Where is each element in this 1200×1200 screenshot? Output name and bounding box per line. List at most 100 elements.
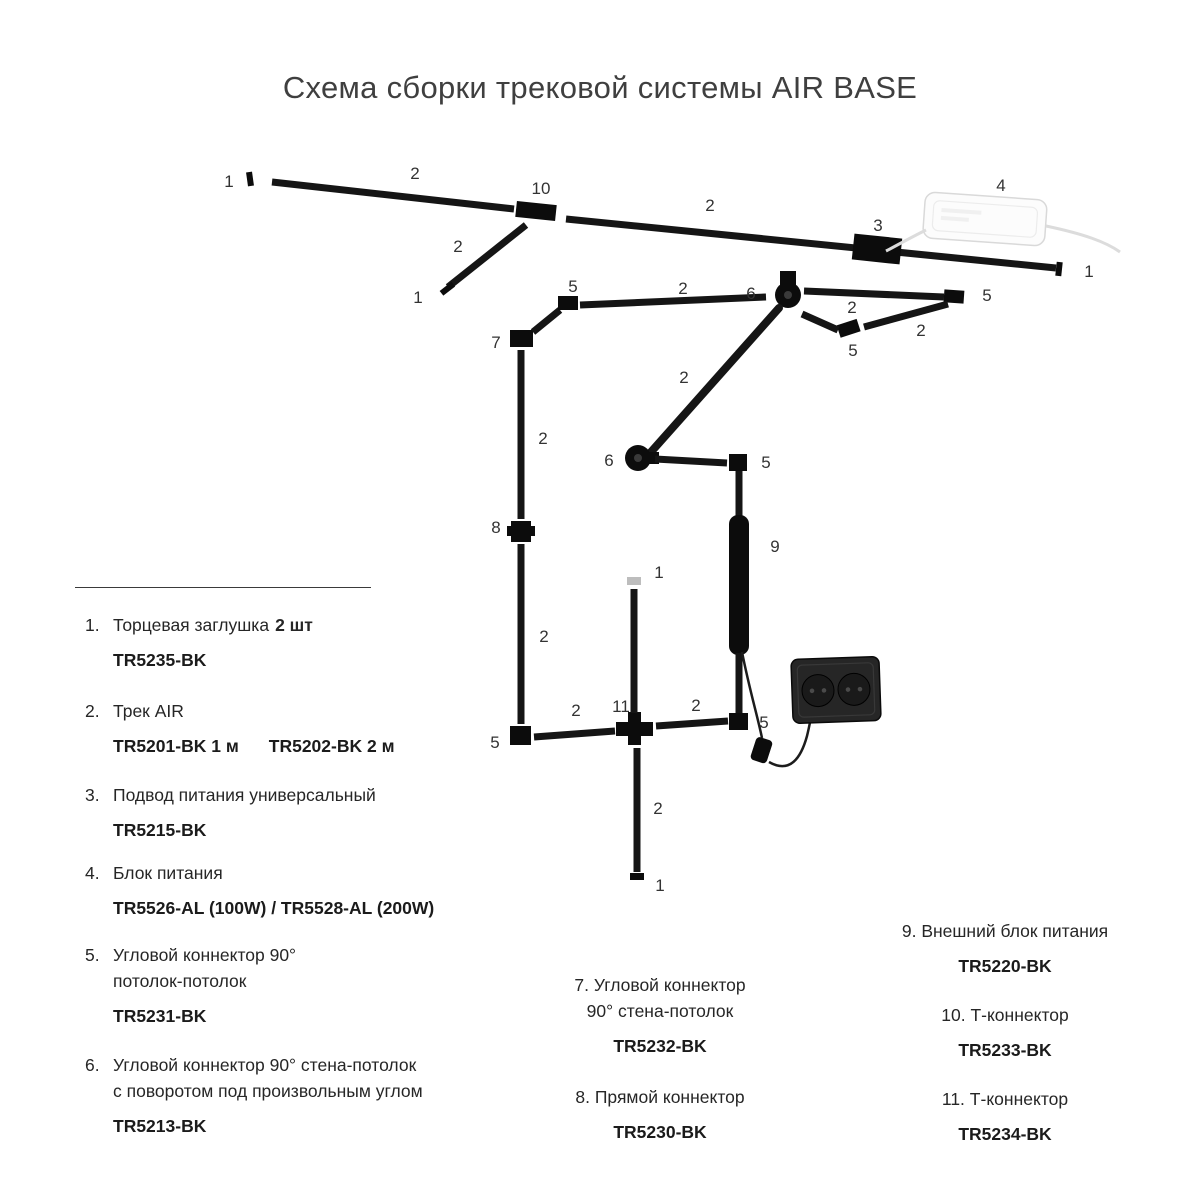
power-supply-box [922,191,1048,247]
legend-item-10: 10. Т-коннектор TR5233-BK [855,1002,1155,1061]
legend-item-7: 7. Угловой коннектор 90° стена-потолок T… [510,972,810,1057]
end-cap [246,171,254,187]
track-segment [271,178,515,213]
callout-number: 6 [746,284,755,303]
legend-number: 4. [85,863,100,883]
legend-number: 8. [575,1087,590,1107]
end-cap [1055,261,1063,277]
t-connector-11 [616,712,653,745]
track-segment [655,717,729,730]
legend-code: TR5526-AL (100W) / TR5528-AL (200W) [113,898,435,918]
legend-number: 9. [901,921,917,941]
callout-number: 5 [982,286,991,305]
legend-label: Внешний блок питания [921,921,1109,941]
callout-number: 2 [653,799,662,818]
corner-connector-5 [510,726,531,745]
legend-divider [75,587,371,588]
end-cap [627,577,641,585]
track-segment [654,455,728,467]
callout-number: 9 [770,537,779,556]
legend-item-4: 4. Блок питания TR5526-AL (100W) / TR552… [85,860,515,919]
end-cap [439,281,456,296]
legend-code: TR5231-BK [113,1006,207,1026]
legend-item-3: 3. Подвод питания универсальный TR5215-B… [85,782,515,841]
callout-number: 3 [873,216,882,235]
callout-number: 2 [847,298,856,317]
callout-number: 5 [568,277,577,296]
page-title: Схема сборки трековой системы AIR BASE [282,70,918,105]
callout-number: 1 [655,876,664,895]
track-segment [800,310,840,334]
callout-number: 2 [538,429,547,448]
legend-item-11: 11. Т-коннектор TR5234-BK [855,1086,1155,1145]
legend-code: TR5235-BK [113,650,207,670]
callout-number: 5 [759,713,768,732]
callout-number: 5 [490,733,499,752]
t-connector-10 [515,200,557,222]
legend-label: потолок-потолок [113,971,247,991]
legend-label: Торцевая заглушка [113,615,270,635]
callout-number: 2 [539,627,548,646]
corner-connector-5 [836,318,861,338]
legend-code: TR5230-BK [613,1122,707,1142]
power-cord [1045,224,1121,254]
callout-number: 2 [410,164,419,183]
track-segment [579,293,767,309]
corner-connector-7 [510,330,533,347]
callout-number: 11 [612,697,630,716]
legend-item-6: 6. Угловой коннектор 90° стена-потолок с… [85,1052,515,1137]
corner-connector-5 [943,289,965,304]
corner-connector-5 [729,454,747,471]
legend-code: TR5233-BK [958,1040,1052,1060]
legend-label: Угловой коннектор 90° стена-потолок [113,1055,417,1075]
callout-number: 4 [996,176,1005,195]
callout-number: 2 [679,368,688,387]
track-segment [565,215,1057,272]
legend-number: 6. [85,1055,100,1075]
legend-code: TR5213-BK [113,1116,207,1136]
legend-label: с поворотом под произвольным углом [113,1081,423,1101]
legend-code: TR5201-BK 1 м [113,736,239,756]
legend-code: TR5220-BK [958,956,1052,976]
legend-code: TR5202-BK 2 м [268,736,395,756]
wall-socket [790,655,882,724]
legend-number: 1. [85,615,100,635]
legend-label: Блок питания [113,863,223,883]
corner-connector-5 [729,713,748,730]
callout-number: 2 [571,701,580,720]
wall-arm-track [647,304,783,456]
callout-number: 7 [491,333,500,352]
legend-item-2: 2. Трек AIR TR5201-BK 1 м TR5202-BK 2 м [85,698,515,757]
track-segment [445,222,529,290]
legend-number: 2. [85,701,100,721]
callout-number: 6 [604,451,613,470]
track-segment [530,307,563,335]
callout-number: 2 [705,196,714,215]
legend-label: Т-коннектор [969,1089,1069,1109]
external-psu-9 [729,515,749,655]
legend-label: 90° стена-потолок [586,1001,734,1021]
legend-item-5: 5. Угловой коннектор 90° потолок-потолок… [85,942,515,1027]
end-cap [630,873,644,880]
psu-cord [740,651,764,739]
callout-number: 5 [848,341,857,360]
swivel-connector-6 [775,271,801,308]
legend-item-8: 8. Прямой коннектор TR5230-BK [510,1084,810,1143]
power-cord [885,228,927,253]
callout-number: 8 [491,518,500,537]
inline-switch [750,737,773,764]
callout-number: 2 [691,696,700,715]
legend-number: 11. [941,1089,965,1109]
legend-label-qty: 2 шт [275,615,313,635]
legend-code: TR5232-BK [613,1036,707,1056]
callout-number: 10 [532,179,551,198]
legend-number: 7. [574,975,589,995]
legend-label: Трек AIR [113,701,184,721]
callout-number: 5 [761,453,770,472]
legend-label: Угловой коннектор 90° [113,945,297,965]
legend-number: 5. [85,945,100,965]
callout-number: 1 [224,172,233,191]
legend-item-9: 9. Внешний блок питания TR5220-BK [855,918,1155,977]
callout-number: 1 [654,563,663,582]
